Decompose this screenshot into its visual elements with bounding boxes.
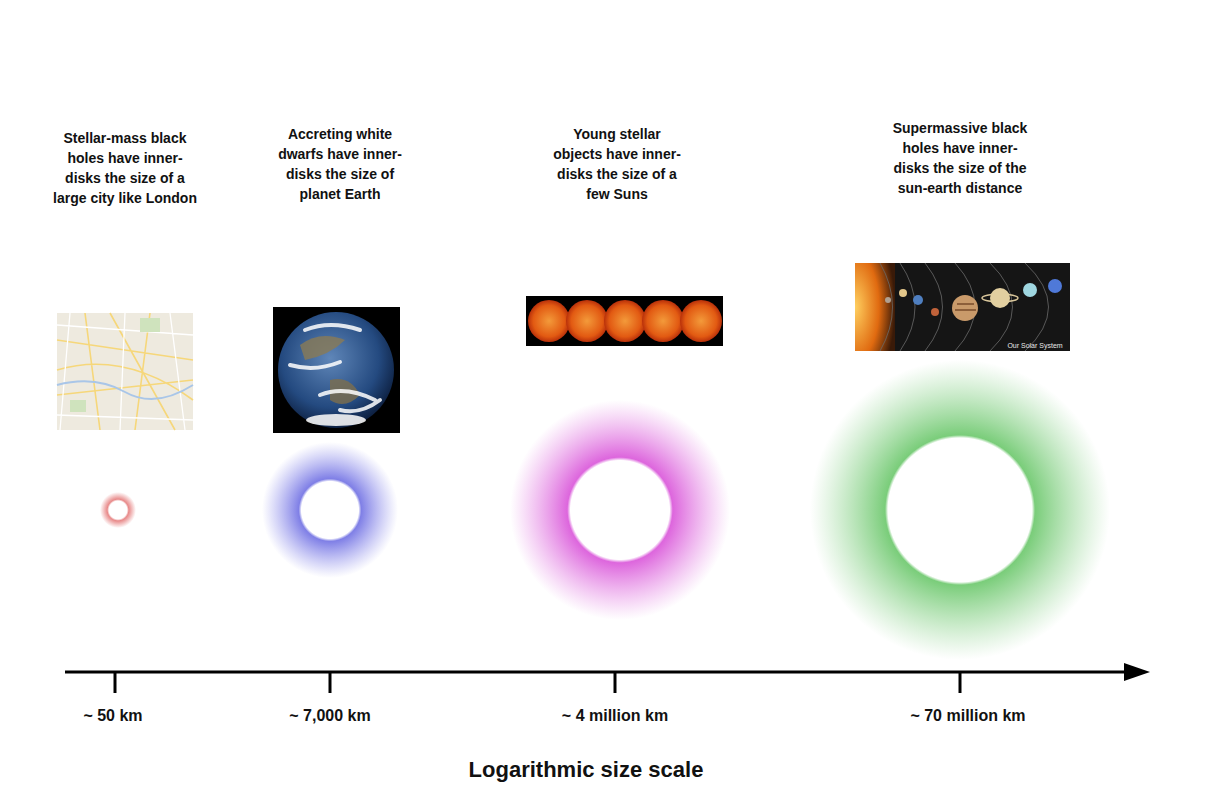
object-heading: Supermassive black holes have inner-disk… xyxy=(885,118,1035,198)
suns-image xyxy=(526,296,723,346)
white-dwarf-disk xyxy=(262,442,398,578)
object-heading: Young stellar objects have inner-disks t… xyxy=(547,124,687,204)
scale-value: ~ 50 km xyxy=(83,706,142,726)
scale-value: ~ 70 million km xyxy=(910,706,1025,726)
smbh-disk xyxy=(810,360,1110,660)
earth-image xyxy=(273,307,400,433)
scale-value: ~ 4 million km xyxy=(562,706,668,726)
axis-title: Logarithmic size scale xyxy=(469,757,704,783)
scale-axis xyxy=(65,663,1150,693)
scale-value: ~ 7,000 km xyxy=(289,706,370,726)
object-heading: Accreting white dwarfs have inner-disks … xyxy=(265,124,415,204)
stellar-bh-disk xyxy=(100,492,136,528)
yso-disk xyxy=(510,400,730,620)
image-caption: Our Solar System xyxy=(1007,341,1062,350)
object-heading: Stellar-mass black holes have inner-disk… xyxy=(50,128,200,208)
solar-system-image xyxy=(855,263,1070,351)
city-map xyxy=(57,313,193,430)
